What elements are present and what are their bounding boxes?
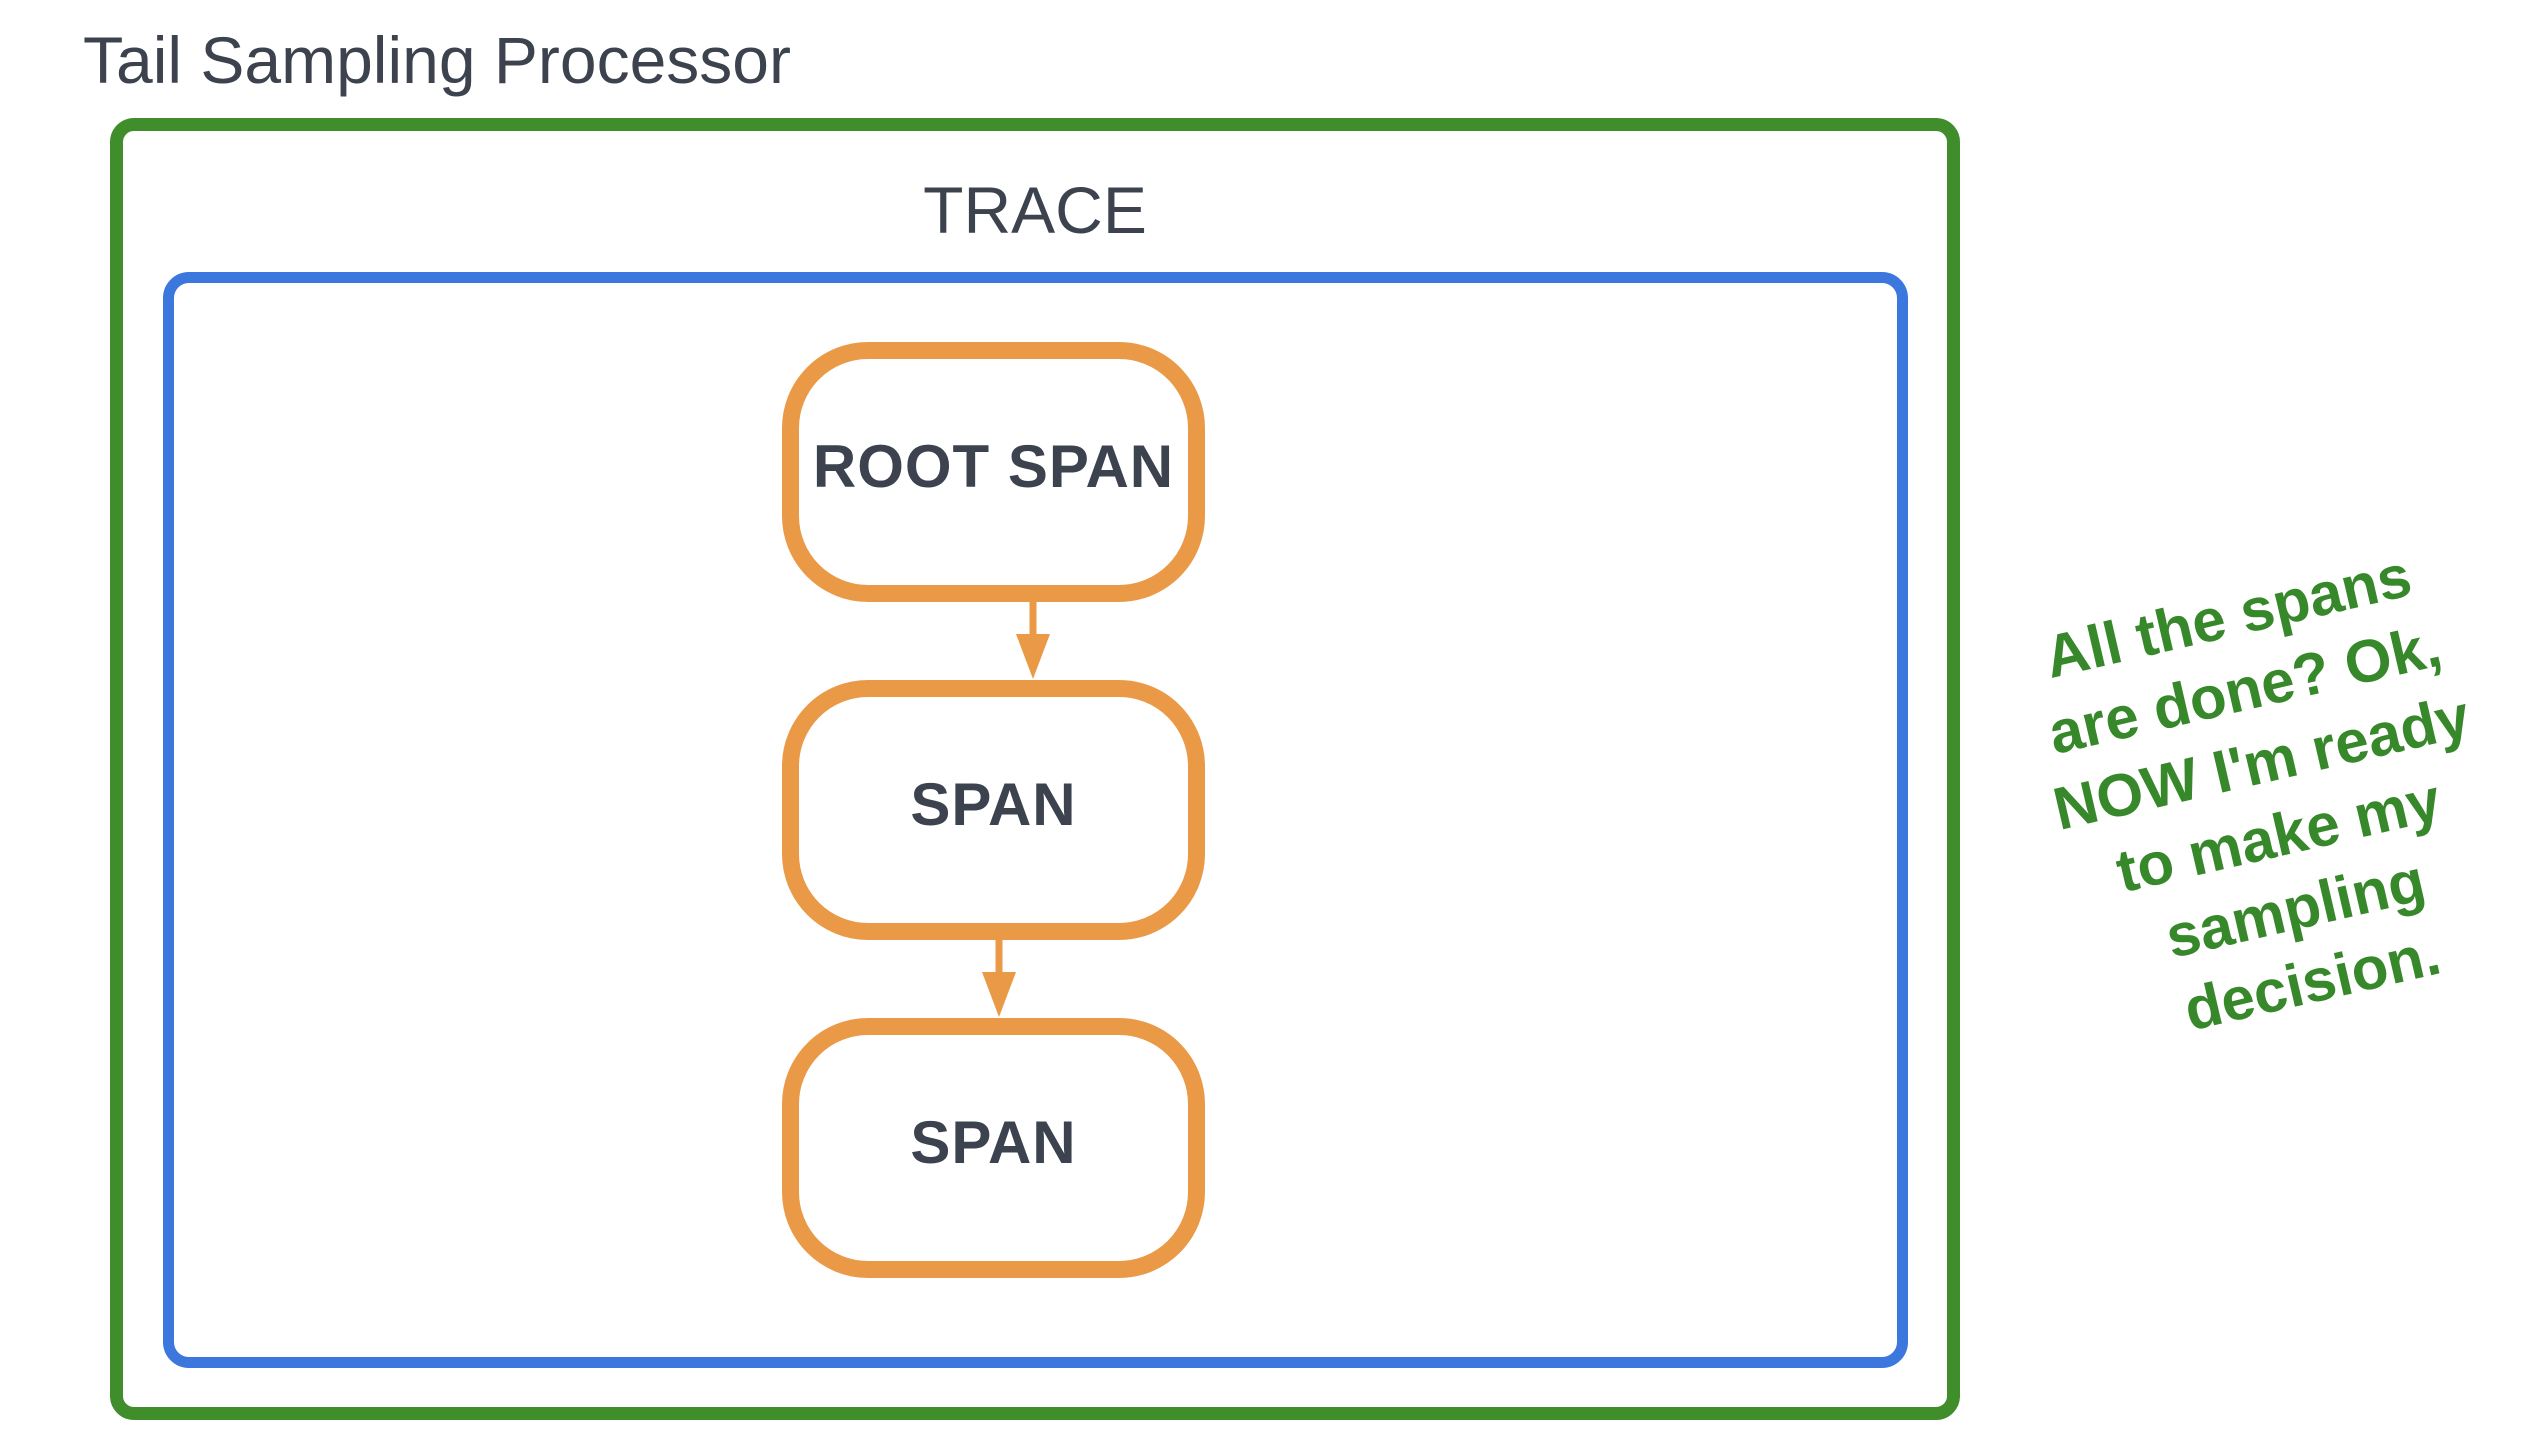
arrow-stem: [1029, 600, 1037, 640]
arrow-down-connector-1: [1016, 600, 1050, 680]
tail-sampling-processor-box: [110, 118, 1960, 1420]
sampling-decision-note: All the spans are done? Ok, NOW I'm read…: [2038, 541, 2476, 1044]
trace-box: [163, 272, 1908, 1368]
span-label-2: SPAN: [910, 1108, 1077, 1176]
root-span-label: ROOT SPAN: [812, 432, 1175, 500]
root-span-node: ROOT SPAN: [782, 342, 1205, 602]
span-node-2: SPAN: [782, 1018, 1205, 1278]
arrow-stem: [995, 938, 1003, 978]
span-node-1: SPAN: [782, 680, 1205, 940]
span-label-1: SPAN: [910, 770, 1077, 838]
arrow-head-icon: [982, 972, 1016, 1017]
arrow-head-icon: [1016, 634, 1050, 679]
trace-label: TRACE: [923, 173, 1147, 247]
diagram-title: Tail Sampling Processor: [83, 23, 791, 97]
arrow-down-connector-2: [982, 938, 1016, 1018]
